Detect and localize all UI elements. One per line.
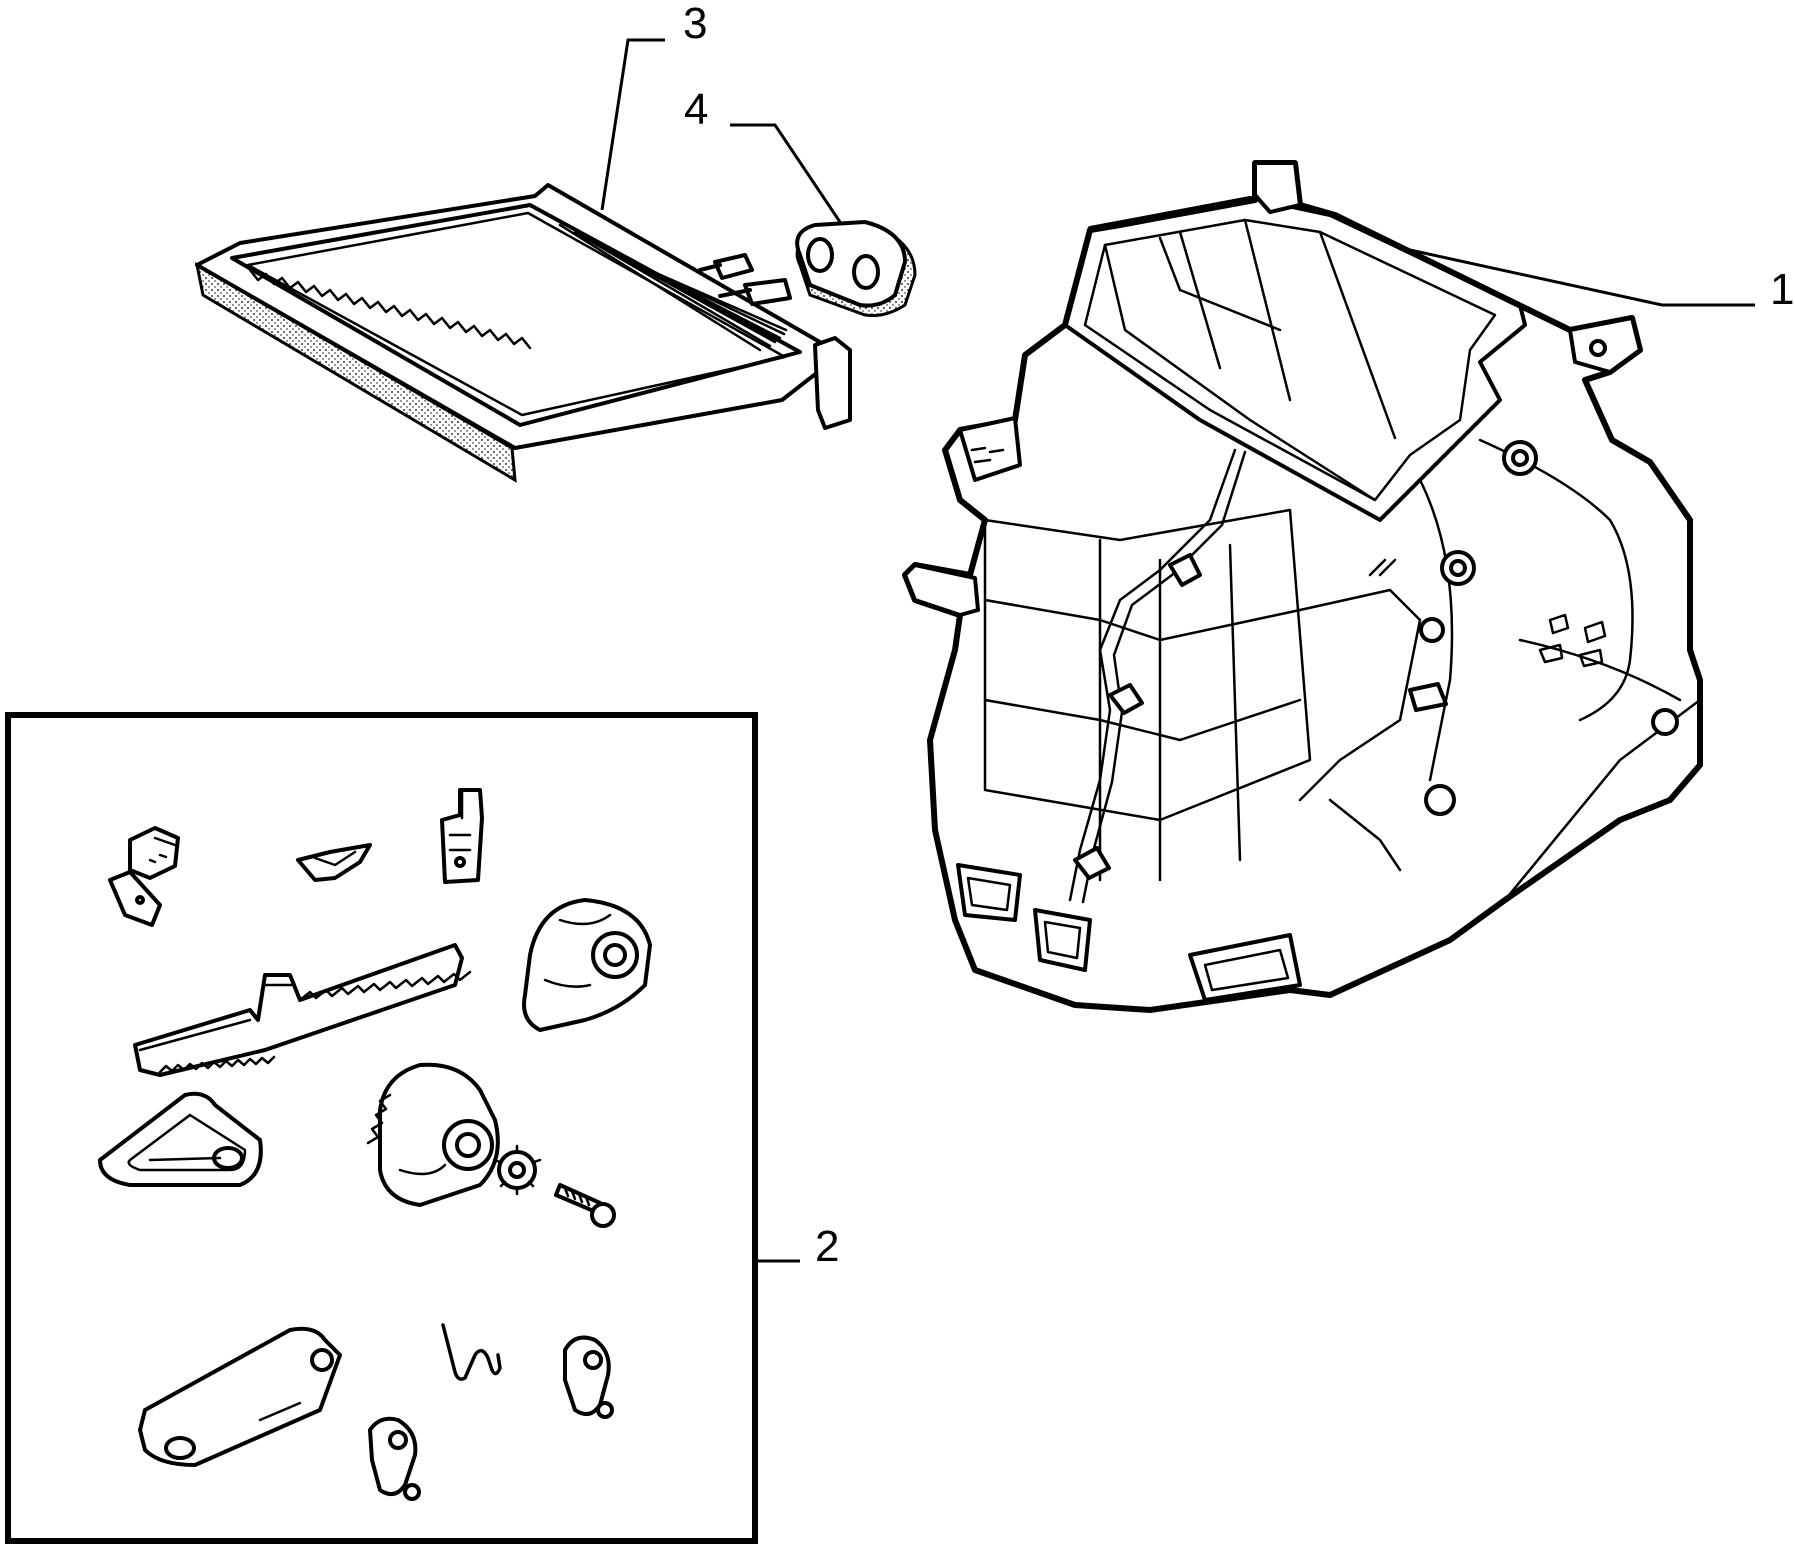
leader-4 — [730, 123, 842, 223]
callout-1: 1 — [1770, 265, 1795, 314]
leader-3 — [600, 38, 665, 211]
callout-4: 4 — [684, 85, 709, 134]
lever-actuator-upper — [522, 898, 652, 1032]
callout-3: 3 — [683, 0, 708, 48]
linkage-kit-box — [5, 712, 758, 1544]
gear-rack — [133, 943, 472, 1077]
gasket-part[interactable] — [795, 220, 917, 317]
leader-lines — [600, 38, 1755, 1263]
callout-2: 2 — [815, 1222, 840, 1271]
triangular-link — [98, 1091, 263, 1187]
spring — [441, 1323, 502, 1381]
screw — [554, 1183, 616, 1228]
heater-housing-part[interactable] — [902, 160, 1703, 1013]
lever-arm — [138, 1326, 342, 1467]
leader-1 — [1409, 248, 1755, 307]
wedge-clip — [296, 843, 372, 882]
linkage-kit-parts[interactable] — [98, 788, 652, 1501]
cam-lower-center — [368, 1416, 421, 1501]
bracket-clip-small — [108, 826, 180, 927]
vertical-connector — [440, 788, 484, 884]
star-washer — [492, 1144, 542, 1196]
heater-core-part[interactable] — [194, 183, 852, 483]
cam-lower-right — [563, 1335, 614, 1419]
gear-actuator — [366, 1062, 500, 1207]
